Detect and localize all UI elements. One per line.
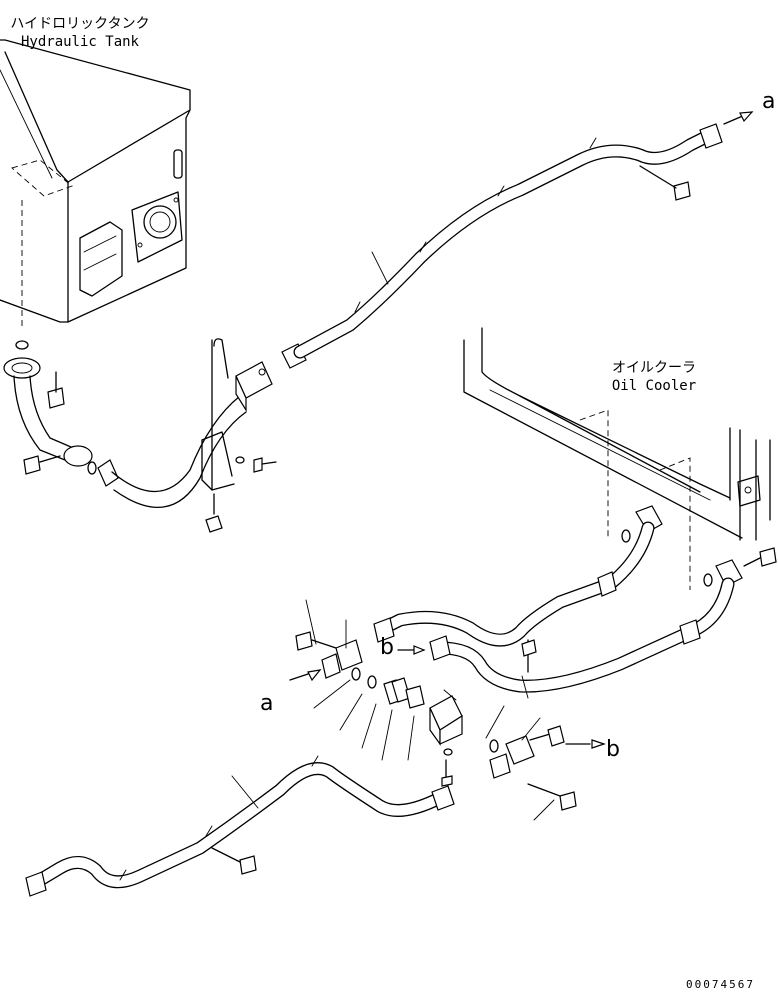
cooler-label-en: Oil Cooler (612, 378, 696, 394)
arrow-icon (591, 739, 606, 749)
suction-pipe-assembly (3, 338, 307, 533)
reference-a-left: a (260, 691, 273, 716)
arrow-icon (413, 645, 426, 655)
arrow-icon (307, 669, 322, 682)
lower-hose (25, 755, 455, 897)
cooler-hoses (373, 505, 777, 699)
drawing-number: 00074567 (686, 978, 755, 991)
upper-hose (293, 111, 754, 359)
tank-label-jp: ハイドロリックタンク (10, 16, 149, 32)
reference-b-right: b (606, 737, 620, 762)
valve-block-assembly (289, 599, 606, 821)
hydraulic-tank (0, 39, 191, 350)
oil-cooler (463, 327, 771, 590)
reference-a-top: a (762, 89, 775, 114)
tank-label-en: Hydraulic Tank (21, 34, 140, 50)
arrow-icon (739, 111, 754, 123)
reference-b-left: b (380, 635, 394, 660)
cooler-label-jp: オイルクーラ (612, 360, 696, 376)
